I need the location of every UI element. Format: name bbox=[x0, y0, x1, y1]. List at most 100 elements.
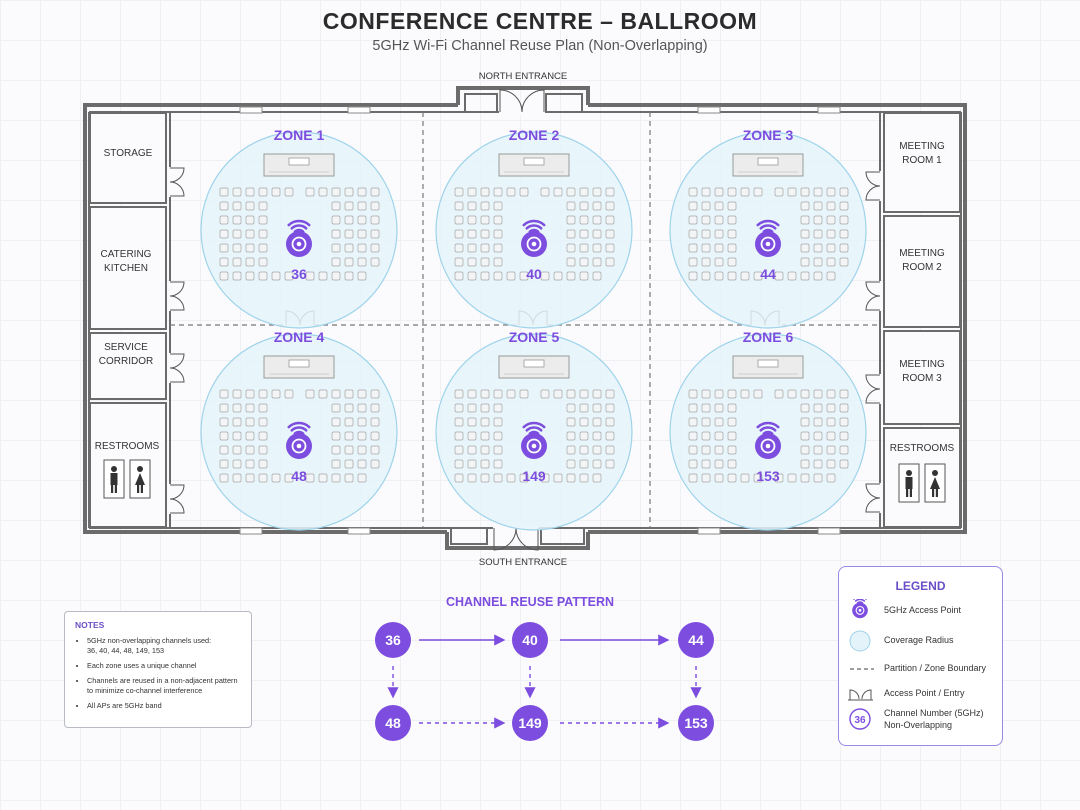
channel-node: 44 bbox=[678, 622, 714, 658]
reuse-pattern: 36 40 44 48 149 153 bbox=[375, 622, 714, 741]
access-point-icon bbox=[852, 599, 868, 619]
door-icon bbox=[865, 483, 883, 513]
seating-chairs bbox=[688, 389, 849, 483]
seating-chairs bbox=[219, 389, 380, 483]
zone-channel: 48 bbox=[291, 468, 307, 484]
door-icon bbox=[865, 374, 883, 404]
zone-6: ZONE 6 153 bbox=[669, 329, 867, 531]
south-entrance-label: SOUTH ENTRANCE bbox=[479, 557, 567, 568]
male-icon bbox=[898, 463, 920, 503]
svg-text:48: 48 bbox=[385, 715, 401, 731]
page-subtitle: 5GHz Wi-Fi Channel Reuse Plan (Non-Overl… bbox=[372, 38, 708, 54]
seating-chairs bbox=[219, 187, 380, 281]
restroom-icons bbox=[103, 459, 946, 503]
door-icon bbox=[167, 167, 185, 197]
female-icon bbox=[129, 459, 151, 499]
channel-node: 36 bbox=[375, 622, 411, 658]
access-point-icon bbox=[521, 219, 547, 257]
note-item: All APs are 5GHz band bbox=[87, 701, 241, 711]
zone-2: ZONE 2 40 bbox=[435, 127, 633, 329]
legend-text: Partition / Zone Boundary bbox=[884, 663, 987, 673]
legend-item: 5GHz Access Point bbox=[847, 599, 997, 623]
zone-channel: 40 bbox=[526, 266, 542, 282]
svg-text:153: 153 bbox=[684, 715, 708, 731]
access-point-icon bbox=[521, 421, 547, 459]
note-item: Each zone uses a unique channel bbox=[87, 661, 241, 671]
channel-node: 40 bbox=[512, 622, 548, 658]
door-icon bbox=[167, 281, 185, 311]
channel-node: 48 bbox=[375, 705, 411, 741]
zone-label: ZONE 2 bbox=[509, 127, 560, 143]
seating-chairs bbox=[688, 187, 849, 281]
building-walls bbox=[83, 86, 967, 550]
legend-text: Channel Number (5GHz)Non-Overlapping bbox=[884, 708, 984, 730]
svg-text:36: 36 bbox=[854, 715, 866, 726]
zone-label: ZONE 1 bbox=[274, 127, 325, 143]
access-point-icon bbox=[755, 219, 781, 257]
legend-item: Coverage Radius bbox=[847, 629, 997, 653]
door-icon bbox=[865, 171, 883, 201]
seating-chairs bbox=[454, 187, 615, 281]
north-entrance-label: NORTH ENTRANCE bbox=[479, 71, 568, 82]
access-point-icon bbox=[852, 599, 868, 619]
zone-1: ZONE 1 36 bbox=[200, 127, 398, 329]
channel-node: 149 bbox=[512, 705, 548, 741]
coverage-circle-icon bbox=[849, 630, 871, 652]
side-rooms bbox=[89, 112, 961, 528]
windows bbox=[239, 106, 841, 535]
zone-3: ZONE 3 44 bbox=[669, 127, 867, 329]
zone-4: ZONE 4 48 bbox=[200, 329, 398, 531]
channel-node: 153 bbox=[678, 705, 714, 741]
door-icon bbox=[865, 281, 883, 311]
access-point-icon bbox=[755, 421, 781, 459]
legend-text: Access Point / Entry bbox=[884, 688, 965, 698]
legend-title: LEGEND bbox=[895, 579, 946, 593]
zone-5: ZONE 5 149 bbox=[435, 329, 633, 531]
legend-text: Coverage Radius bbox=[884, 635, 954, 645]
room-restrooms-right: RESTROOMS bbox=[890, 443, 955, 454]
legend-item: Access Point / Entry bbox=[847, 682, 997, 706]
legend-text: 5GHz Access Point bbox=[884, 605, 962, 615]
svg-text:36: 36 bbox=[385, 632, 401, 648]
access-point-icon bbox=[286, 219, 312, 257]
female-icon bbox=[924, 463, 946, 503]
access-point-icon bbox=[286, 421, 312, 459]
zone-channel: 36 bbox=[291, 266, 307, 282]
notes-list: 5GHz non-overlapping channels used:36, 4… bbox=[75, 636, 241, 711]
notes-panel: NOTES 5GHz non-overlapping channels used… bbox=[64, 611, 252, 728]
zone-channel: 153 bbox=[756, 468, 780, 484]
zone-label: ZONE 4 bbox=[274, 329, 325, 345]
door-icon bbox=[167, 353, 185, 383]
door-icon bbox=[499, 89, 545, 115]
room-restrooms-left: RESTROOMS bbox=[95, 441, 160, 452]
legend-item: Partition / Zone Boundary bbox=[847, 657, 997, 681]
note-item: Channels are reused in a non-adjacent pa… bbox=[87, 676, 241, 696]
note-item: 5GHz non-overlapping channels used:36, 4… bbox=[87, 636, 241, 656]
seating-chairs bbox=[454, 389, 615, 483]
notes-title: NOTES bbox=[75, 620, 105, 630]
zone-label: ZONE 5 bbox=[509, 329, 560, 345]
reuse-pattern-title: CHANNEL REUSE PATTERN bbox=[446, 595, 614, 609]
legend-item: 36 Channel Number (5GHz)Non-Overlapping bbox=[847, 707, 997, 731]
door-icon bbox=[167, 484, 185, 514]
svg-text:40: 40 bbox=[522, 632, 538, 648]
zone-channel: 149 bbox=[522, 468, 546, 484]
dashed-line-icon bbox=[850, 668, 874, 670]
page-title: CONFERENCE CENTRE – BALLROOM bbox=[322, 8, 758, 34]
zone-label: ZONE 3 bbox=[743, 127, 794, 143]
svg-text:44: 44 bbox=[688, 632, 704, 648]
zone-label: ZONE 6 bbox=[743, 329, 794, 345]
zone-channel: 44 bbox=[760, 266, 776, 282]
svg-text:149: 149 bbox=[518, 715, 542, 731]
room-storage: STORAGE bbox=[104, 148, 153, 159]
channel-badge-icon: 36 bbox=[849, 708, 871, 730]
male-icon bbox=[103, 459, 125, 499]
